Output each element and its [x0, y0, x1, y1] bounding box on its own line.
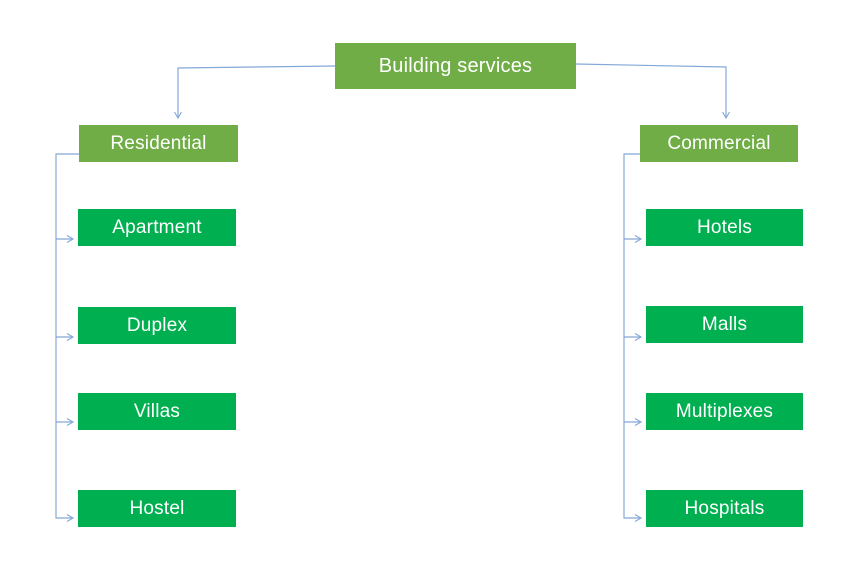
node-label: Apartment [112, 216, 202, 238]
node-label: Duplex [126, 314, 188, 336]
node-label: Hospitals [684, 497, 765, 519]
connector-residential-rail [55, 153, 79, 522]
node-label: Malls [701, 313, 748, 335]
node-label: Multiplexes [675, 400, 774, 422]
node-multiplexes: Multiplexes [646, 393, 803, 430]
node-label: Residential [110, 132, 207, 154]
node-label: Building services [378, 54, 533, 77]
node-hospitals: Hospitals [646, 490, 803, 527]
node-duplex: Duplex [78, 307, 236, 344]
node-hostel: Hostel [78, 490, 236, 527]
node-building-services: Building services [335, 43, 576, 89]
node-residential: Residential [79, 125, 238, 162]
node-label: Hostel [129, 497, 185, 519]
node-villas: Villas [78, 393, 236, 430]
node-label: Hotels [696, 216, 753, 238]
node-hotels: Hotels [646, 209, 803, 246]
node-label: Villas [133, 400, 181, 422]
node-label: Commercial [667, 132, 771, 154]
connector-root-commercial [575, 63, 730, 120]
connector-root-residential [174, 65, 336, 120]
node-commercial: Commercial [640, 125, 798, 162]
connector-commercial-rail [623, 153, 643, 522]
node-apartment: Apartment [78, 209, 236, 246]
node-malls: Malls [646, 306, 803, 343]
